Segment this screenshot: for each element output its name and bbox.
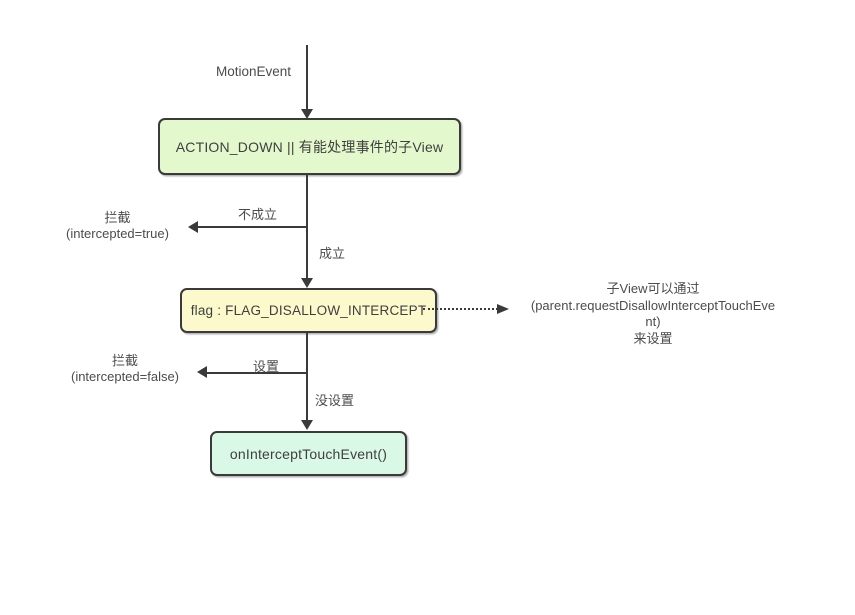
connector-condition-to-flag [306, 175, 308, 278]
node-condition-label: ACTION_DOWN || 有能处理事件的子View [175, 138, 444, 155]
node-result-label: onInterceptTouchEvent() [229, 445, 388, 462]
node-on-intercept-touch-event: onInterceptTouchEvent() [210, 431, 407, 476]
node-flag-label: flag : FLAG_DISALLOW_INTERCEPT [190, 303, 427, 318]
connector-dotted-note [423, 308, 498, 310]
arrowhead-left-icon [197, 366, 207, 378]
connector-start-line [306, 45, 308, 109]
terminal-false-line2: (intercepted=false) [70, 369, 180, 384]
motionevent-label: MotionEvent [216, 64, 292, 79]
terminal-intercepted-false: 拦截 (intercepted=false) [35, 353, 215, 385]
edge-label-flag-unset: 没设置 [315, 393, 355, 408]
edge-label-flag-set: 设置 [252, 359, 279, 374]
terminal-true-line1: 拦截 [104, 210, 131, 225]
note-line1: 子View可以通过 [606, 281, 700, 296]
note-line3: nt) [645, 314, 661, 329]
arrowhead-down-icon [301, 278, 313, 288]
terminal-intercepted-true: 拦截 (intercepted=true) [30, 210, 205, 242]
connector-flag-set [207, 372, 307, 374]
terminal-false-line1: 拦截 [111, 353, 138, 368]
connector-flag-to-result [306, 332, 308, 420]
note-line2: (parent.requestDisallowInterceptTouchEve [530, 297, 776, 313]
arrowhead-right-icon [497, 304, 509, 314]
edge-label-condition-false: 不成立 [237, 207, 277, 222]
arrowhead-down-icon [301, 420, 313, 430]
arrowhead-left-icon [188, 221, 198, 233]
node-flag-disallow-intercept: flag : FLAG_DISALLOW_INTERCEPT [180, 288, 437, 333]
edge-label-condition-true: 成立 [319, 246, 346, 261]
connector-condition-false [198, 226, 307, 228]
note-request-disallow-intercept: 子View可以通过 (parent.requestDisallowInterce… [500, 281, 806, 347]
node-action-down-condition: ACTION_DOWN || 有能处理事件的子View [158, 118, 461, 175]
arrowhead-down-icon [301, 109, 313, 119]
terminal-true-line2: (intercepted=true) [66, 226, 169, 241]
note-line4: 来设置 [633, 330, 673, 346]
